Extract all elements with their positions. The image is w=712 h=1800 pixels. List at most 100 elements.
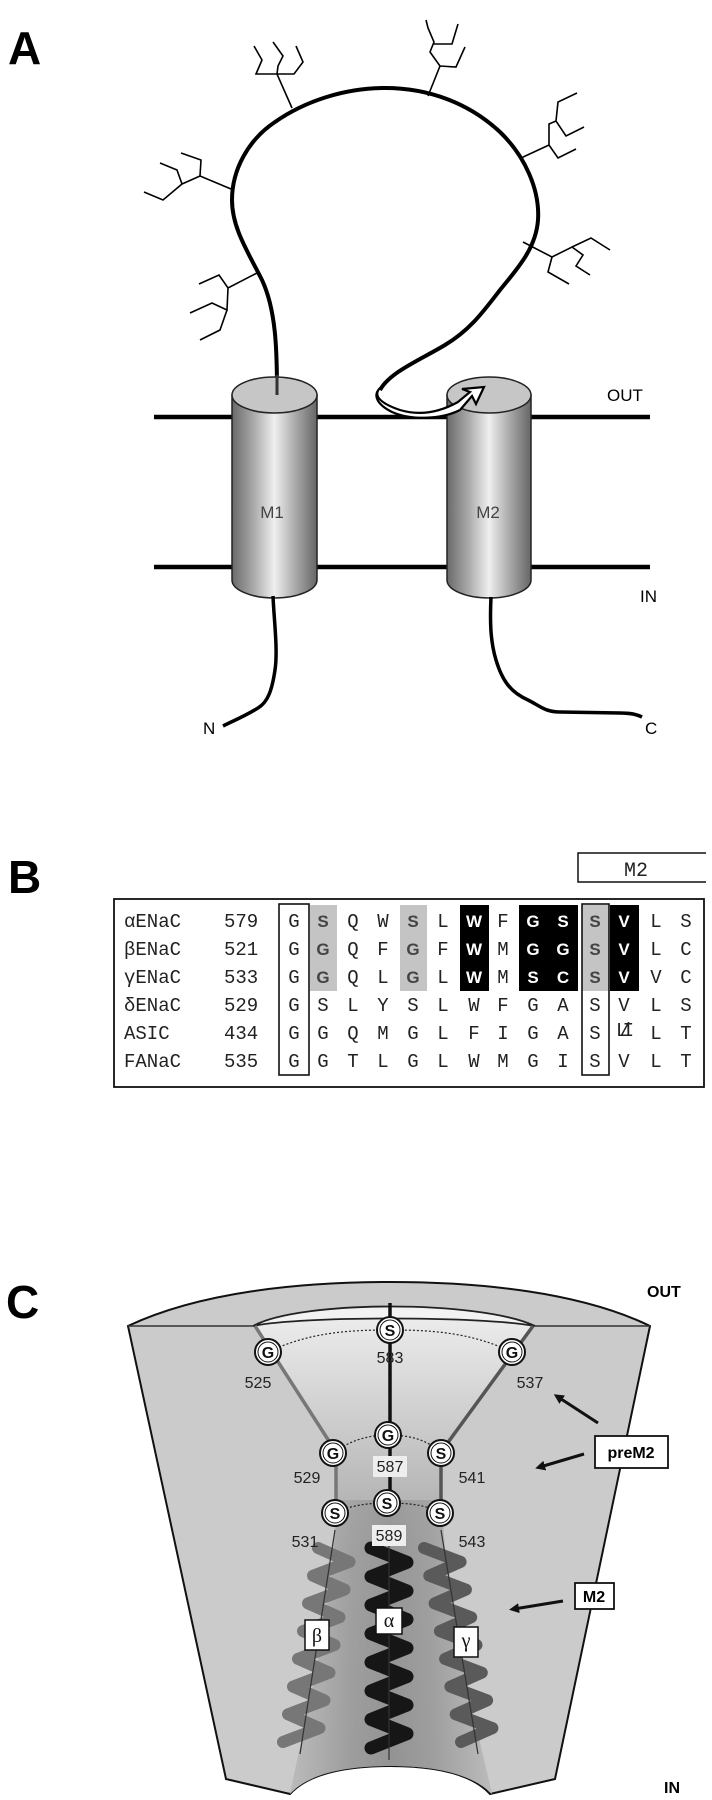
residue-letter: S <box>385 1323 396 1340</box>
residue-letter: G <box>262 1345 274 1362</box>
m1-helix-cylinder: M1 <box>231 375 318 599</box>
residue: S <box>589 1023 600 1045</box>
residue: L <box>377 967 388 989</box>
residue: L <box>650 1051 661 1073</box>
residue: L <box>347 995 358 1017</box>
residue: Q <box>347 911 358 933</box>
residue: L/I <box>616 1020 634 1042</box>
residue: S <box>317 912 328 931</box>
residue: W <box>468 995 480 1017</box>
out-label-c: OUT <box>647 1284 681 1301</box>
residue: G <box>316 940 329 959</box>
residue: A <box>557 995 569 1017</box>
residue: L <box>437 911 448 933</box>
residue: V <box>650 967 662 989</box>
residue: C <box>557 968 569 987</box>
residue: G <box>527 1023 538 1045</box>
glycan-icon <box>522 237 611 285</box>
residue-number: 587 <box>377 1459 404 1476</box>
residue: G <box>526 912 539 931</box>
sequence-name: ASIC <box>124 1023 170 1045</box>
panel-a-letter: A <box>8 22 41 74</box>
residue: G <box>407 1051 418 1073</box>
residue: W <box>466 940 483 959</box>
residue: M <box>497 939 508 961</box>
residue: L <box>437 1051 448 1073</box>
residue: G <box>526 940 539 959</box>
residue: L <box>650 911 661 933</box>
residue: G <box>317 1051 328 1073</box>
gray-highlight-column <box>582 905 609 991</box>
residue: V <box>618 1051 630 1073</box>
reentrant-arrow-icon <box>375 385 486 419</box>
ring-arc-mid <box>332 1434 442 1454</box>
residue: F <box>377 939 388 961</box>
residue: T <box>680 1023 691 1045</box>
residue: G <box>527 1051 538 1073</box>
residue: G <box>288 939 299 961</box>
residue: S <box>589 940 600 959</box>
residue: A <box>557 1023 569 1045</box>
alpha-helix <box>364 1541 414 1755</box>
m2-callout: M2 <box>574 1582 615 1610</box>
n-terminus-label: N <box>203 719 215 738</box>
residue: F <box>468 1023 479 1045</box>
sequence-start-position: 521 <box>224 939 258 961</box>
extracellular-loop <box>229 85 541 393</box>
residue-number: 531 <box>292 1534 319 1551</box>
sequence-name: δENaC <box>124 995 181 1017</box>
sequence-start-position: 529 <box>224 995 258 1017</box>
sequence-start-position: 579 <box>224 911 258 933</box>
pore-mouth <box>252 1305 536 1327</box>
residue: I <box>557 1051 568 1073</box>
residue: M <box>497 1051 508 1073</box>
beta-helix <box>277 1542 356 1748</box>
residue: T <box>347 1051 358 1073</box>
residue: V <box>618 968 630 987</box>
residue-number-box <box>372 1525 406 1546</box>
in-label-c: IN <box>664 1780 680 1797</box>
residue-number-box <box>373 1456 407 1477</box>
residue: F <box>437 939 448 961</box>
sequence-name: αENaC <box>124 911 181 933</box>
residue-number: 529 <box>294 1470 321 1487</box>
premature-arrow-upper <box>553 1394 599 1425</box>
residue-letter: S <box>382 1496 393 1513</box>
glycan-icon <box>520 92 585 160</box>
residue: M <box>377 1023 388 1045</box>
c-terminal-tail <box>488 596 643 719</box>
residue: L <box>377 1051 388 1073</box>
alignment-highlights <box>310 905 639 991</box>
residue-letter: G <box>327 1446 339 1463</box>
sequence-start-position: 535 <box>224 1051 258 1073</box>
residue: G <box>527 995 538 1017</box>
residue-letter: S <box>330 1506 341 1523</box>
residue: G <box>288 995 299 1017</box>
residue: C <box>680 939 691 961</box>
residue: F <box>497 911 508 933</box>
residue: S <box>317 995 328 1017</box>
residue: S <box>589 912 600 931</box>
residue-marker: S 531 <box>292 1499 349 1551</box>
residue: S <box>589 968 600 987</box>
residue: S <box>680 995 691 1017</box>
residue: Q <box>347 1023 358 1045</box>
residue: G <box>407 1023 418 1045</box>
n-terminal-tail <box>222 595 278 728</box>
residue: T <box>680 1051 691 1073</box>
residue: I <box>497 1023 508 1045</box>
